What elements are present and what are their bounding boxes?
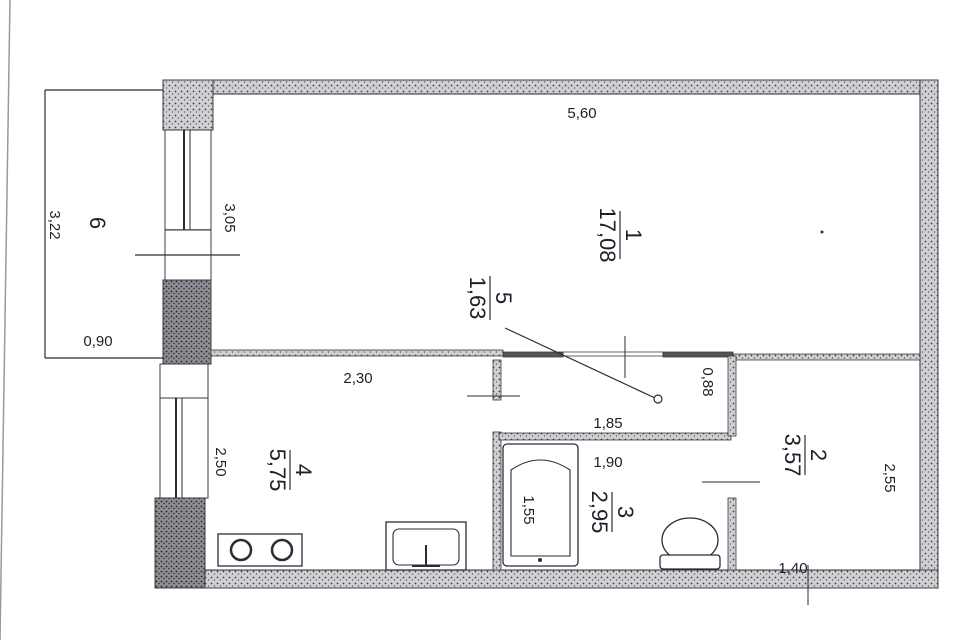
partitions: [210, 336, 921, 605]
room3-number: 3: [613, 506, 638, 518]
room3-label: 3 2,95: [587, 491, 638, 534]
room1-area: 17,08: [595, 207, 620, 262]
overall-width-label: 5,60: [567, 105, 596, 122]
outer-walls: [154, 79, 939, 589]
mark-dot: [820, 230, 824, 234]
room4-width-label: 2,50: [212, 447, 229, 476]
room5-length-label: 1,85: [593, 415, 622, 432]
sink-icon: [385, 521, 467, 571]
room1-depth-label: 3,05: [221, 203, 238, 232]
room6-length-label: 3,22: [46, 210, 63, 239]
room6-number: 6: [85, 217, 110, 229]
room4-label: 4 5,75: [265, 449, 316, 492]
room5-leader: [504, 327, 663, 404]
balcony-outline: [44, 89, 240, 359]
stove-icon: [217, 533, 303, 567]
room3-area: 2,95: [587, 491, 612, 534]
room3-length-label: 1,90: [593, 454, 622, 471]
room2-width-label: 1,40: [778, 560, 807, 577]
bathtub: [502, 443, 579, 567]
room2-area: 3,57: [780, 434, 805, 477]
room5-area: 1,63: [465, 277, 490, 320]
room4-area: 5,75: [265, 449, 290, 492]
room1-number: 1: [621, 229, 646, 241]
room4-number: 4: [291, 464, 316, 476]
bathtub-length-label: 1,55: [520, 495, 537, 524]
window-upper: [164, 129, 212, 231]
room2-label: 2 3,57: [780, 434, 831, 477]
room2-length-label: 2,55: [881, 463, 898, 492]
room2-number: 2: [806, 449, 831, 461]
room5-number: 5: [491, 292, 516, 304]
room4-length-label: 2,30: [343, 370, 372, 387]
room5-label: 5 1,63: [465, 276, 516, 320]
wall-gap: [159, 363, 209, 399]
window-lower: [159, 397, 209, 499]
paper-edge: [0, 0, 11, 640]
room5-width-label: 0,88: [699, 367, 716, 396]
toilet-icon: [659, 517, 721, 570]
room1-label: 1 17,08: [595, 207, 646, 262]
room6-width-label: 0,90: [83, 333, 112, 350]
